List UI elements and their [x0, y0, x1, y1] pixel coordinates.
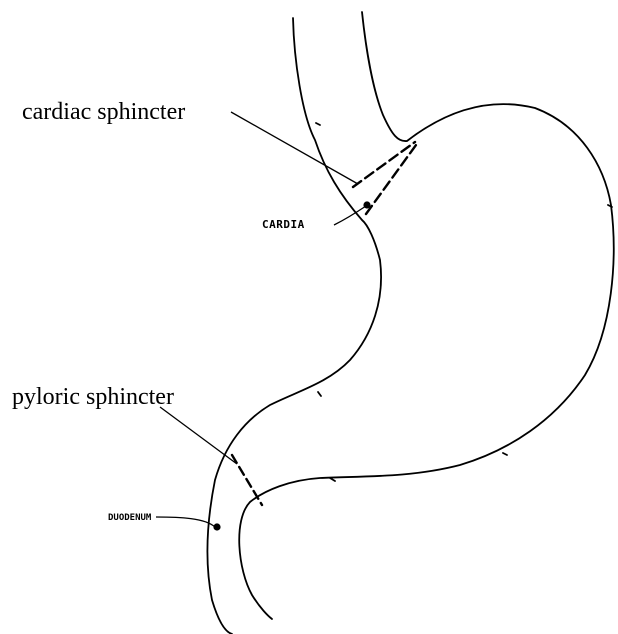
tick-mark — [503, 453, 507, 455]
tick-mark — [316, 123, 320, 125]
cardiac-leader-line — [231, 112, 358, 184]
cardia-dot — [363, 201, 370, 208]
tick-mark — [330, 478, 335, 481]
greater-curvature-outline — [239, 12, 613, 619]
duodenum-dot — [213, 523, 220, 530]
lesser-curvature-outline — [207, 18, 381, 634]
tick-mark — [318, 392, 321, 396]
cardia-leader-line — [334, 206, 366, 225]
pyloric-leader-line — [160, 407, 237, 464]
duodenum-label: DUODENUM — [108, 514, 151, 523]
duodenum-leader-line — [156, 517, 215, 527]
cardiac-sphincter-dashed-upper — [353, 142, 415, 187]
pyloric-sphincter-dashed — [232, 455, 262, 505]
cardia-label: CARDIA — [262, 219, 305, 230]
pyloric-sphincter-label: pyloric sphincter — [12, 385, 174, 409]
cardiac-sphincter-label: cardiac sphincter — [22, 100, 185, 124]
cardiac-sphincter-dashed-lower — [366, 145, 416, 214]
